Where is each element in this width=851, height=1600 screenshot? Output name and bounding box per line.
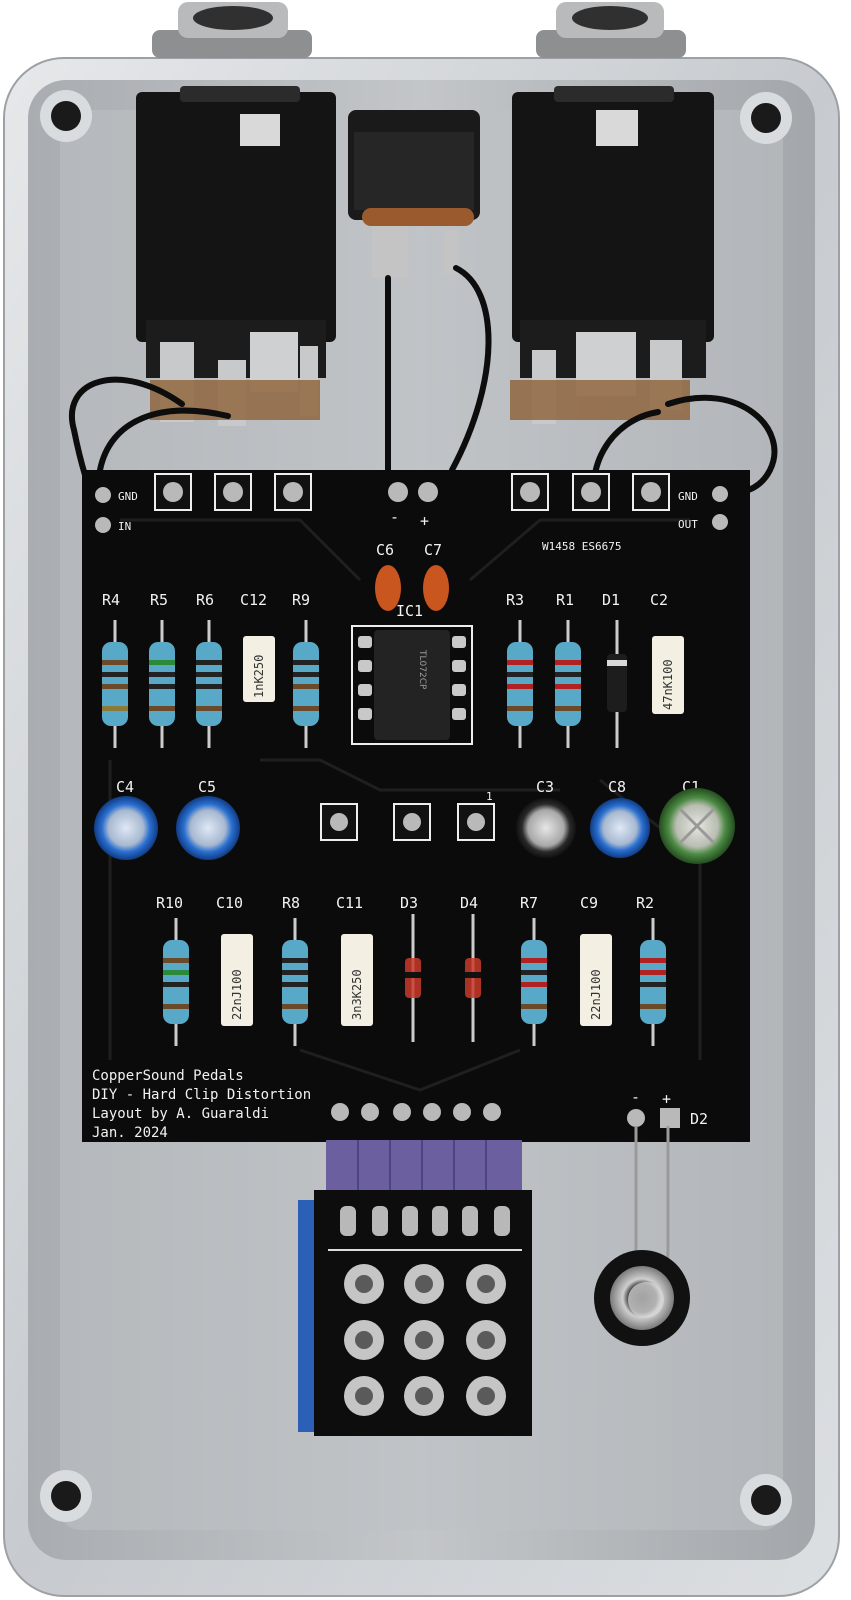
cap-value-c2: 47nK100 [661,659,675,710]
ic-marking: TL072CP [417,649,427,690]
resistor-r6 [196,620,222,748]
ribbon-cable [326,1140,522,1198]
silkscreen-pad-labels: GND IN GND OUT - + W1458 ES6675 1 - + [118,490,698,1108]
input-jack-nut [152,2,312,58]
designator-c7: C7 [424,541,442,559]
resistor-r3 [507,620,533,748]
output-jack [510,86,714,424]
brand-silkscreen: CopperSound Pedals DIY - Hard Clip Disto… [92,1068,311,1141]
designator-d3: D3 [400,894,418,912]
label-d2-minus: - [631,1088,640,1106]
pcb-pads [95,473,728,1128]
input-jack [136,86,336,426]
label-switch-part: W1458 ES6675 [542,540,621,553]
designator-r8: R8 [282,894,300,912]
resistor-r10 [163,918,189,1046]
designator-d1: D1 [602,591,620,609]
diode-d1 [607,620,627,748]
screw-hole-top-left [40,90,92,142]
resistor-r8 [282,918,308,1046]
screw-hole-top-right [740,92,792,144]
screw-hole-bottom-right [740,1474,792,1526]
electrolytic-cap-c5 [176,796,240,860]
resistor-r5 [149,620,175,748]
label-power-minus: - [390,508,399,526]
designator-r10: R10 [156,894,183,912]
designator-r4: R4 [102,591,120,609]
ic1-chip: TL072CP [351,625,473,745]
designator-ic1: IC1 [396,602,423,620]
label-in-gnd: GND [118,490,138,503]
designator-d2: D2 [690,1110,708,1128]
brand-line-4: Jan. 2024 [92,1125,168,1141]
film-capacitors: 1nK250 47nK100 22nJ100 3n3K250 22nJ100 [221,636,684,1026]
label-out-gnd: GND [678,490,698,503]
designator-c5: C5 [198,778,216,796]
screw-holes [40,90,792,1526]
resistor-r1 [555,620,581,748]
resistor-r9 [293,620,319,748]
screw-hole-bottom-left [40,1470,92,1522]
cap-value-c9: 22nJ100 [589,969,603,1020]
designator-c12: C12 [240,591,267,609]
designator-c3: C3 [536,778,554,796]
cap-value-c12: 1nK250 [252,655,266,698]
designator-r6: R6 [196,591,214,609]
film-cap-c9: 22nJ100 [580,934,612,1026]
dc-power-jack [348,110,480,278]
ceramic-capacitors [375,565,449,611]
designator-c2: C2 [650,591,668,609]
label-power-plus: + [420,512,429,530]
label-out: OUT [678,518,698,531]
designator-c4: C4 [116,778,134,796]
film-cap-c10: 22nJ100 [221,934,253,1026]
ceramic-cap-c7 [423,565,449,611]
resistor-r4 [102,620,128,748]
resistor-r2 [640,918,666,1046]
ceramic-cap-c6 [375,565,401,611]
designator-r2: R2 [636,894,654,912]
electrolytic-capacitors [94,788,735,864]
designator-c6: C6 [376,541,394,559]
resistors [102,620,666,1046]
designator-r7: R7 [520,894,538,912]
led-d2 [594,1126,690,1346]
silkscreen-designators: R4 R5 R6 C12 R9 C6 C7 IC1 R3 R1 D1 C2 C4… [102,541,708,1128]
diode-d3 [405,914,421,1042]
electrolytic-cap-c3 [516,798,576,858]
resistor-r7 [521,918,547,1046]
diodes [405,620,627,1042]
output-jack-nut [536,2,686,58]
brand-line-2: DIY - Hard Clip Distortion [92,1087,311,1103]
brand-line-3: Layout by A. Guaraldi [92,1106,269,1122]
diode-d4 [465,914,481,1042]
designator-r1: R1 [556,591,574,609]
designator-r5: R5 [150,591,168,609]
brand-line-1: CopperSound Pedals [92,1068,244,1084]
designator-c10: C10 [216,894,243,912]
cap-value-c11: 3n3K250 [350,969,364,1020]
designator-c9: C9 [580,894,598,912]
film-cap-c12: 1nK250 [243,636,275,702]
designator-r3: R3 [506,591,524,609]
electrolytic-cap-c1 [659,788,735,864]
designator-c11: C11 [336,894,363,912]
label-in: IN [118,520,131,533]
label-d2-plus: + [662,1090,671,1108]
footswitch-board [298,1190,532,1436]
cap-value-c10: 22nJ100 [230,969,244,1020]
designator-r9: R9 [292,591,310,609]
film-cap-c11: 3n3K250 [341,934,373,1026]
film-cap-c2: 47nK100 [652,636,684,714]
label-pin1: 1 [486,790,493,803]
designator-c8: C8 [608,778,626,796]
designator-d4: D4 [460,894,478,912]
electrolytic-cap-c8 [590,798,650,858]
electrolytic-cap-c4 [94,796,158,860]
